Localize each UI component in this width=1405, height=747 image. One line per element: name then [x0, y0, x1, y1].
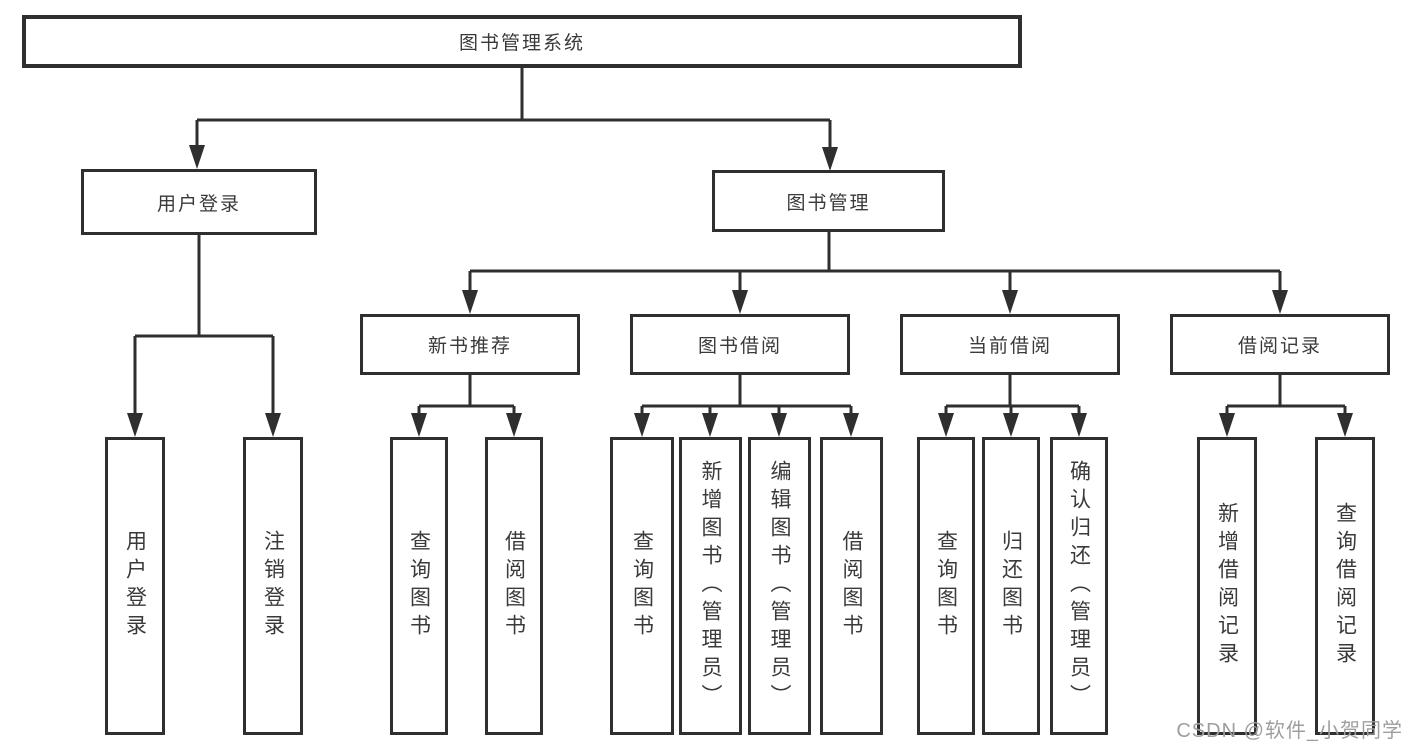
node-borrowing-records: 借阅记录: [1170, 314, 1390, 375]
leaf-bb-borrow-books: 借阅图书: [820, 437, 883, 735]
leaf-logout: 注销登录: [243, 437, 303, 735]
leaf-bb-edit-books-admin: 编辑图书（管理员）: [748, 437, 811, 735]
leaf-nbr-query-books: 查询图书: [390, 437, 448, 735]
leaf-br-add-record: 新增借阅记录: [1197, 437, 1257, 735]
leaf-bb-query-books: 查询图书: [610, 437, 674, 735]
leaf-nbr-borrow-books: 借阅图书: [485, 437, 543, 735]
node-system-root: 图书管理系统: [22, 15, 1022, 68]
node-new-book-recommend: 新书推荐: [360, 314, 580, 375]
node-book-borrowing: 图书借阅: [630, 314, 850, 375]
leaf-cb-confirm-return-admin: 确认归还（管理员）: [1050, 437, 1108, 735]
leaf-user-login: 用户登录: [105, 437, 165, 735]
node-book-management-branch: 图书管理: [712, 170, 945, 232]
node-current-borrowing: 当前借阅: [900, 314, 1120, 375]
leaf-br-query-record: 查询借阅记录: [1315, 437, 1375, 735]
csdn-watermark: CSDN @软件_小贺同学: [1176, 720, 1403, 742]
leaf-bb-add-books-admin: 新增图书（管理员）: [679, 437, 742, 735]
arrowheads: [127, 145, 1353, 437]
node-user-login-branch: 用户登录: [81, 169, 317, 235]
leaf-cb-query-books: 查询图书: [917, 437, 975, 735]
leaf-cb-return-books: 归还图书: [982, 437, 1040, 735]
